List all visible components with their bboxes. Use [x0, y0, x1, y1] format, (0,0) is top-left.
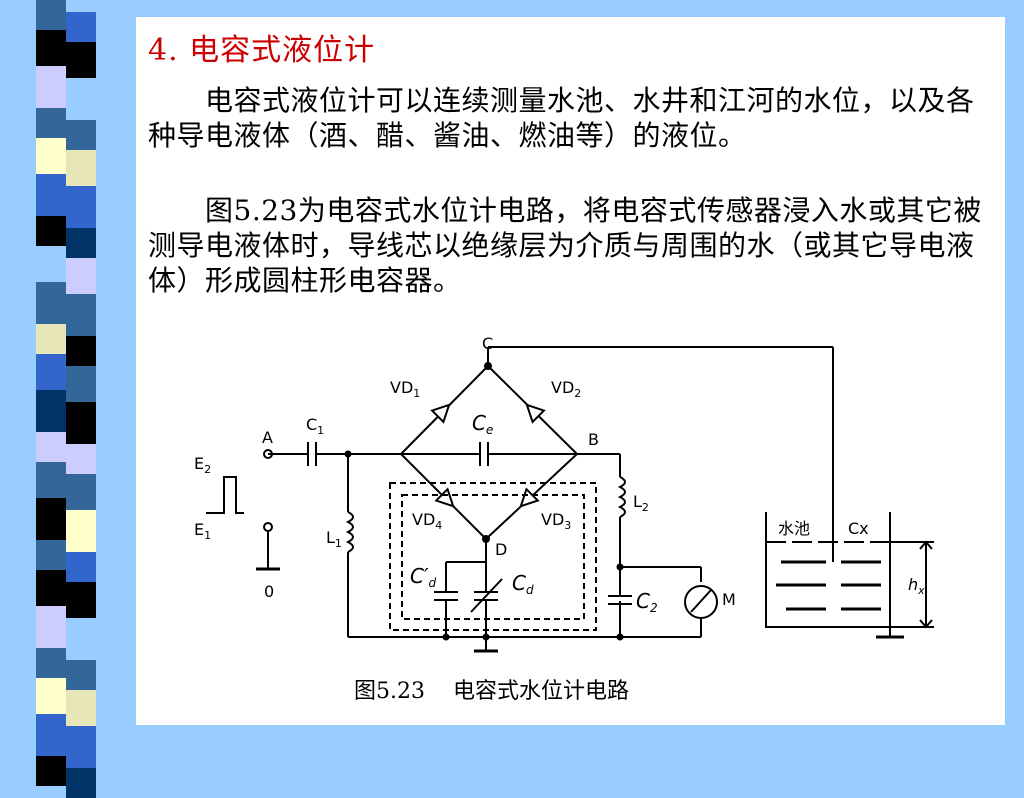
stripe-block: [36, 498, 66, 540]
meter-needle: [690, 589, 712, 613]
junction-dot: [616, 633, 624, 641]
sensor-box-inner: [401, 494, 585, 620]
label-e1: E1: [194, 520, 211, 542]
stripe-block: [36, 570, 66, 606]
stripe-block: [66, 726, 96, 768]
stripe-block: [36, 354, 66, 390]
junction-dot: [442, 633, 450, 641]
stripe-block: [66, 402, 96, 444]
inductor-l1: [345, 511, 354, 553]
diode-vd1: [430, 403, 451, 424]
stripe-block: [66, 510, 96, 552]
paragraph-intro: 电容式液位计可以连续测量水池、水井和江河的水位，以及各种导电液体（酒、醋、酱油、…: [148, 84, 975, 152]
stripe-block: [66, 660, 96, 690]
inductor-l2: [617, 476, 626, 518]
stripe-block: [36, 30, 66, 66]
label-c: C: [482, 334, 493, 353]
pool-container: [765, 512, 891, 628]
stripe-block: [66, 690, 96, 726]
stripe-block: [36, 756, 66, 786]
stripe-block: [36, 540, 66, 570]
stripe-block: [36, 462, 66, 498]
stripe-block: [36, 606, 66, 648]
stripe-block: [66, 258, 96, 294]
label-cx: Cx: [848, 519, 869, 538]
stripe-block: [66, 294, 96, 336]
sensor-box-outer: [389, 482, 597, 631]
label-zero: 0: [264, 582, 274, 601]
stripe-block: [66, 42, 96, 78]
stripe-block: [66, 150, 96, 186]
label-hx: hx: [908, 575, 925, 597]
slide-panel: 4. 电容式液位计 电容式液位计可以连续测量水池、水井和江河的水位，以及各种导电…: [136, 17, 1005, 725]
label-vd2: VD2: [551, 378, 581, 400]
label-pool: 水池: [778, 519, 810, 538]
stripe-block: [36, 138, 66, 174]
stripe-block: [36, 324, 66, 354]
variable-capacitor-arrow: [470, 578, 503, 613]
decorative-stripe: [36, 0, 96, 798]
label-d: D: [495, 540, 507, 559]
label-cd-prime: C′d: [410, 564, 437, 590]
slide-title: 4. 电容式液位计: [148, 33, 376, 68]
stripe-block: [36, 216, 66, 246]
label-m: M: [722, 590, 736, 609]
terminal-zero: [263, 522, 273, 532]
stripe-block: [66, 444, 96, 474]
diode-vd4: [434, 487, 455, 508]
pulse-waveform: [206, 476, 244, 514]
stripe-block: [36, 432, 66, 462]
label-e2: E2: [194, 454, 211, 476]
stripe-block: [36, 246, 66, 282]
label-cd: Cd: [512, 571, 534, 597]
stripe-block: [66, 366, 96, 402]
stripe-block: [66, 78, 96, 120]
paragraph-description: 图5.23为电容式水位计电路，将电容式传感器浸入水或其它被测导电液体时，导线芯以…: [148, 194, 982, 297]
stripe-block: [66, 120, 96, 150]
stripe-block: [36, 108, 66, 138]
stripe-block: [36, 714, 66, 756]
stripe-block: [66, 228, 96, 258]
label-l1: L1: [326, 528, 342, 550]
stripe-block: [66, 12, 96, 42]
label-vd1: VD1: [390, 378, 420, 400]
stripe-block: [36, 0, 66, 30]
label-ce: Ce: [472, 411, 493, 437]
label-vd4: VD4: [412, 510, 442, 532]
stripe-block: [66, 474, 96, 510]
label-b: B: [588, 430, 599, 449]
stripe-block: [36, 282, 66, 324]
stripe-block: [66, 768, 96, 798]
stripe-block: [36, 390, 66, 432]
label-c2: C2: [636, 589, 658, 615]
stripe-block: [66, 336, 96, 366]
label-c1: C1: [306, 415, 324, 437]
label-vd3: VD3: [541, 510, 571, 532]
label-a: A: [262, 428, 273, 447]
circuit-diagram: A C B D C1 Ce VD1 VD2 VD3 VD4 E2 E1 0 L1…: [194, 334, 934, 653]
stripe-block: [66, 552, 96, 582]
stripe-block: [36, 678, 66, 714]
stripe-block: [36, 174, 66, 216]
figure-caption: 图5.23 电容式水位计电路: [354, 679, 629, 704]
stripe-block: [66, 582, 96, 618]
stripe-block: [66, 618, 96, 660]
label-l2: L2: [633, 492, 649, 514]
diode-vd2: [525, 403, 546, 424]
stripe-block: [36, 648, 66, 678]
stripe-block: [36, 66, 66, 108]
stripe-block: [66, 186, 96, 228]
